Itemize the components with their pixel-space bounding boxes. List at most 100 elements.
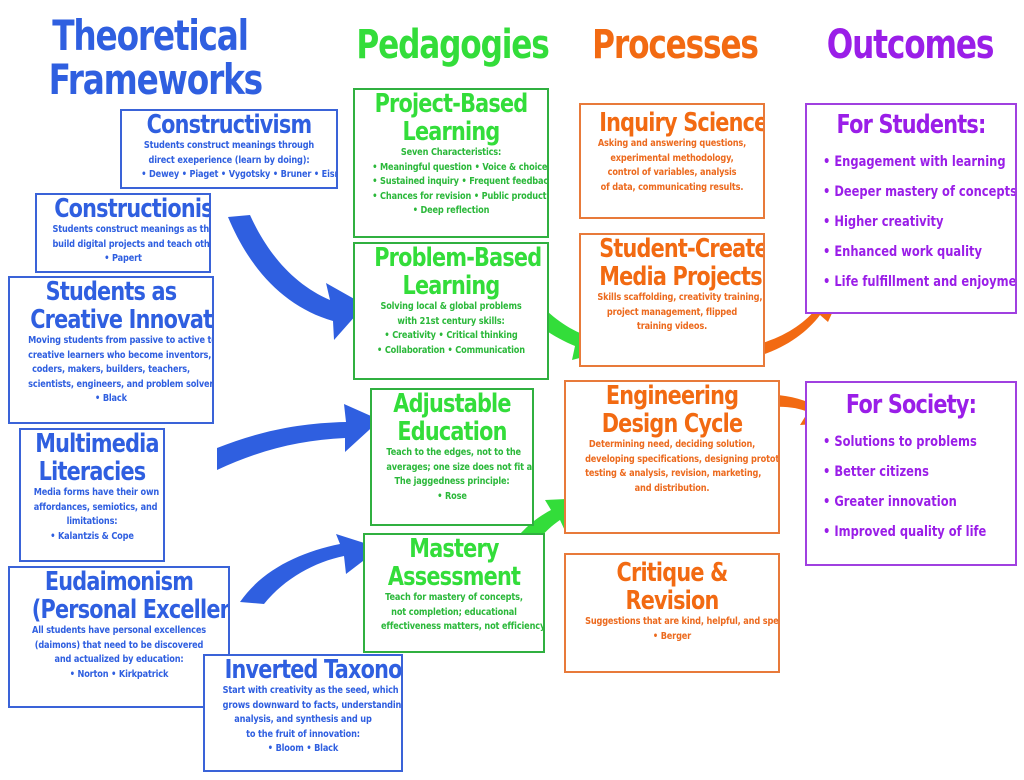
process-desc: project management, flipped [606, 306, 738, 318]
outcome-item: • Solutions to problems [823, 434, 977, 451]
framework-title: Students as [45, 277, 178, 307]
outcome-list: • Engagement with learning • Deeper mast… [807, 147, 1015, 297]
pedagogy-mastery-assessment: Mastery Assessment Teach for mastery of … [363, 533, 545, 653]
process-desc: of data, communicating results. [600, 181, 744, 193]
framework-desc: creative learners who become inventors, [28, 349, 212, 361]
pedagogy-title: Learning [402, 271, 501, 302]
pedagogy-desc: • Meaningful question • Voice & choice [372, 161, 548, 173]
pedagogy-desc: averages; one size does not fit all. [386, 461, 534, 473]
pedagogy-title: Assessment [387, 562, 521, 593]
pedagogy-project-based-learning: Project-Based Learning Seven Characteris… [353, 88, 549, 238]
framework-desc: Start with creativity as the seed, which [222, 685, 399, 697]
framework-desc: grows downward to facts, understandings, [222, 699, 403, 711]
pedagogy-desc: • Sustained inquiry • Frequent feedback [372, 176, 549, 188]
pedagogy-desc: with 21st century skills: [397, 315, 505, 327]
framework-desc: limitations: [66, 516, 118, 528]
framework-desc: All students have personal excellences [32, 625, 206, 637]
pedagogy-desc: • Creativity • Critical thinking [384, 330, 518, 342]
header-pedagogies: Pedagogies [356, 22, 549, 68]
framework-references: • Black [95, 393, 127, 405]
process-desc: Asking and answering questions, [597, 138, 747, 150]
pedagogy-title: Learning [402, 117, 501, 148]
outcome-for-students: For Students: • Engagement with learning… [805, 103, 1017, 314]
pedagogy-desc: The jaggedness principle: [394, 476, 510, 488]
framework-desc: Media forms have their own [33, 487, 160, 499]
process-desc: training videos. [636, 321, 708, 333]
framework-desc: to the fruit of innovation: [246, 728, 360, 740]
framework-constructionism: Constructionism Students construct meani… [35, 193, 211, 273]
process-desc: and distribution. [634, 482, 710, 494]
pedagogy-desc: Teach for mastery of concepts, [385, 592, 523, 604]
arrow-multimedia-to-adjustable [217, 404, 380, 470]
pedagogy-title: Education [397, 417, 507, 448]
framework-constructivism: Constructivism Students construct meanin… [120, 109, 338, 189]
outcome-title: For Students: [836, 110, 987, 140]
pedagogy-adjustable-education: Adjustable Education Teach to the edges,… [370, 388, 534, 526]
process-desc: control of variables, analysis [607, 167, 737, 179]
framework-title: Eudaimonism [44, 567, 194, 597]
framework-title: Inverted Taxonomy [224, 655, 402, 685]
header-processes: Processes [592, 22, 759, 68]
pedagogy-desc: Teach to the edges, not to the [386, 447, 521, 459]
process-title: Critique & [616, 558, 729, 588]
arrow-eudaimonism-to-mastery [240, 534, 380, 604]
pedagogy-desc: • Deep reflection [412, 205, 490, 217]
process-student-created-media: Student-Created Media Projects Skills sc… [579, 233, 765, 367]
pedagogy-desc: • Chances for revision • Public product [372, 190, 547, 202]
outcome-item: • Higher creativity [823, 214, 944, 231]
framework-references: • Bloom • Black [267, 743, 339, 755]
process-desc: Determining need, deciding solution, [588, 439, 756, 451]
outcome-item: • Enhanced work quality [823, 244, 983, 261]
framework-desc: scientists, engineers, and problem solve… [28, 378, 214, 390]
pedagogy-problem-based-learning: Problem-Based Learning Solving local & g… [353, 242, 549, 380]
framework-desc: Moving students from passive to active t… [28, 335, 214, 347]
header-outcomes: Outcomes [826, 22, 995, 68]
outcome-list: • Solutions to problems • Better citizen… [807, 427, 1015, 547]
framework-desc: affordances, semiotics, and [33, 501, 158, 513]
outcome-for-society: For Society: • Solutions to problems • B… [805, 381, 1017, 566]
framework-creative-innovators: Students as Creative Innovators Moving s… [8, 276, 214, 424]
framework-title: (Personal Excellence) [31, 595, 228, 626]
process-engineering-design-cycle: Engineering Design Cycle Determining nee… [564, 380, 780, 534]
process-desc: Skills scaffolding, creativity training, [597, 292, 763, 304]
pedagogy-desc: effectiveness matters, not efficiency. [381, 621, 545, 633]
process-references: • Berger [652, 630, 692, 642]
outcome-item: • Greater innovation [823, 494, 957, 511]
pedagogy-title: Adjustable [393, 389, 511, 419]
framework-references: • Dewey • Piaget • Vygotsky • Bruner • E… [141, 169, 338, 181]
header-frameworks-line2: Frameworks [48, 55, 264, 105]
pedagogy-desc: • Rose [437, 490, 467, 502]
pedagogy-desc: not completion; educational [391, 606, 517, 618]
framework-title: Multimedia [35, 429, 159, 459]
process-title: Media Projects [599, 262, 762, 293]
pedagogy-desc: Seven Characteristics: [400, 147, 502, 159]
pedagogy-desc: Solving local & global problems [380, 301, 522, 313]
framework-references: • Kalantzis & Cope [50, 530, 134, 542]
outcome-item: • Engagement with learning [823, 154, 1006, 171]
header-frameworks-line1: Theoretical [52, 11, 249, 60]
pedagogy-desc: • Collaboration • Communication [377, 344, 525, 356]
framework-desc: Students construct meanings through [143, 140, 315, 152]
process-title: Student-Created [599, 234, 765, 264]
process-title: Engineering [605, 381, 739, 411]
framework-title: Creative Innovators [30, 305, 213, 336]
process-title: Design Cycle [601, 409, 743, 440]
outcome-item: • Deeper mastery of concepts [823, 184, 1017, 201]
process-critique-revision: Critique & Revision Suggestions that are… [564, 553, 780, 673]
pedagogy-title: Mastery [409, 534, 499, 564]
process-desc: testing & analysis, revision, marketing, [585, 468, 762, 480]
framework-multimedia-literacies: Multimedia Literacies Media forms have t… [19, 428, 165, 562]
framework-desc: and actualized by education: [54, 654, 184, 666]
process-title: Revision [625, 586, 719, 617]
process-desc: experimental methodology, [610, 152, 734, 164]
outcome-title: For Society: [845, 390, 977, 420]
framework-title: Constructionism [54, 194, 209, 224]
framework-desc: coders, makers, builders, teachers, [32, 364, 190, 376]
framework-title: Literacies [38, 457, 146, 488]
pedagogy-title: Problem-Based [374, 243, 542, 273]
header-theoretical-frameworks: Theoretical Frameworks [49, 11, 264, 102]
framework-title: Constructivism [146, 110, 313, 140]
framework-eudaimonism: Eudaimonism (Personal Excellence) All st… [8, 566, 230, 708]
process-desc: developing specifications, designing pro… [585, 453, 780, 465]
process-inquiry-science: Inquiry Science Asking and answering que… [579, 103, 765, 219]
